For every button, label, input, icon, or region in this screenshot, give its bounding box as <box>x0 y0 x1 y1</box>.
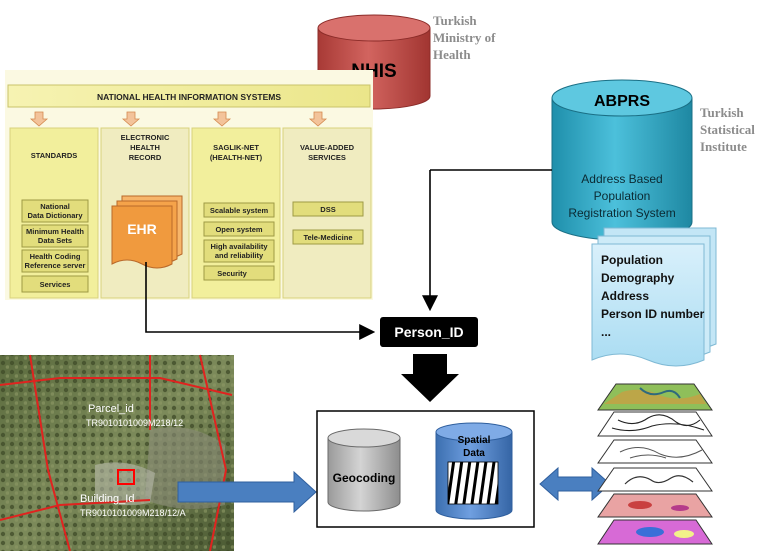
nhis-panel-title: NATIONAL HEALTH INFORMATION SYSTEMS <box>97 92 281 102</box>
abprs-doc-line: Person ID number <box>601 307 705 321</box>
item-label: Data Sets <box>38 236 72 245</box>
arrow-photo-to-geocoding <box>177 470 317 514</box>
nhis-org-caption: Turkish Ministry of Health <box>433 13 496 62</box>
satellite-photo: Parcel_id TR9010101009M218/12 Building_I… <box>0 354 234 551</box>
person-id-box: Person_ID <box>380 317 478 347</box>
building-id-label: Building_Id <box>80 493 134 505</box>
item-label: Services <box>40 280 71 289</box>
spatial-data-cylinder: Spatial Data <box>435 422 513 520</box>
column-header: HEALTH <box>130 143 160 152</box>
geocoding-box: Geocoding Spatial Data <box>316 410 535 528</box>
item-box <box>292 201 364 217</box>
map-layer <box>597 519 713 545</box>
column-header: VALUE-ADDED <box>300 143 355 152</box>
item-label: Minimum Health <box>26 227 84 236</box>
map-layer <box>597 383 713 411</box>
abprs-database: ABPRS Address Based Population Registrat… <box>551 79 693 241</box>
nhis-org-line: Turkish <box>433 13 477 28</box>
spatial-data-label: Data <box>463 448 485 459</box>
down-arrow <box>401 354 459 402</box>
item-box <box>21 275 89 293</box>
item-label: Data Dictionary <box>27 211 83 220</box>
parcel-code: TR9010101009M218/12 <box>86 418 183 428</box>
item-label: Health Coding <box>30 252 81 261</box>
abprs-org-line: Statistical <box>700 122 755 137</box>
connector-ehr-to-person <box>145 262 376 340</box>
abprs-label: ABPRS <box>594 93 650 110</box>
item-box <box>203 202 275 218</box>
item-label: Open system <box>215 225 262 234</box>
item-box <box>21 249 89 273</box>
item-label: Security <box>217 269 247 278</box>
map-layer-stack <box>597 383 713 545</box>
parcel-id-label: Parcel_id <box>88 403 134 415</box>
abprs-doc-line: Address <box>601 289 649 303</box>
building-marker <box>117 469 135 485</box>
map-layer <box>597 467 713 492</box>
ehr-label: EHR <box>127 221 157 237</box>
map-layer <box>597 493 713 518</box>
abprs-org-caption: Turkish Statistical Institute <box>700 105 755 154</box>
item-box <box>203 239 275 263</box>
abprs-doc-line: Population <box>601 253 663 267</box>
column-header: STANDARDS <box>31 151 78 160</box>
item-label: High availability <box>210 242 268 251</box>
abprs-doc-line: ... <box>601 325 611 339</box>
abprs-org-line: Turkish <box>700 105 744 120</box>
building-code: TR9010101009M218/12/A <box>80 508 186 518</box>
map-layer <box>597 439 713 464</box>
abprs-description-line: Population <box>594 189 651 203</box>
item-label: National <box>40 202 70 211</box>
connector-lines <box>145 169 552 340</box>
bidirectional-arrow <box>539 466 611 502</box>
column-header: RECORD <box>129 153 162 162</box>
spatial-data-label: Spatial <box>458 435 491 446</box>
geocoding-cylinder: Geocoding <box>327 428 401 512</box>
abprs-org-line: Institute <box>700 139 747 154</box>
map-layer <box>597 411 713 437</box>
nhis-panel: NATIONAL HEALTH INFORMATION SYSTEMS STAN… <box>5 70 373 300</box>
item-label: DSS <box>320 205 335 214</box>
column-header: ELECTRONIC <box>121 133 170 142</box>
sagliknet-items: Scalable system Open system High availab… <box>203 202 275 281</box>
item-box <box>21 224 89 248</box>
item-box <box>203 265 275 281</box>
geocoding-label: Geocoding <box>333 471 396 485</box>
item-label: and reliability <box>215 251 264 260</box>
nhis-org-line: Ministry of <box>433 30 496 45</box>
item-label: Scalable system <box>210 206 269 215</box>
column-header: SERVICES <box>308 153 346 162</box>
abprs-description-line: Registration System <box>568 206 675 220</box>
parcel-boundaries <box>0 354 233 551</box>
value-added-items: DSS Tele-Medicine <box>292 201 364 245</box>
column-header: (HEALTH-NET) <box>210 153 263 162</box>
item-box <box>292 229 364 245</box>
abprs-description-line: Address Based <box>581 172 662 186</box>
standards-items: National Data Dictionary Minimum Health … <box>21 199 89 293</box>
panel-down-arrows <box>29 111 328 127</box>
item-label: Reference server <box>25 261 86 270</box>
nhis-org-line: Health <box>433 47 471 62</box>
item-label: Tele-Medicine <box>303 233 352 242</box>
ehr-document-stack: EHR <box>111 195 183 269</box>
person-id-label: Person_ID <box>394 324 463 340</box>
abprs-doc-line: Demography <box>601 271 675 285</box>
column-header: SAGLIK-NET <box>213 143 259 152</box>
item-box <box>21 199 89 223</box>
item-box <box>203 221 275 237</box>
abprs-document-stack: Population Demography Address Person ID … <box>591 227 717 367</box>
